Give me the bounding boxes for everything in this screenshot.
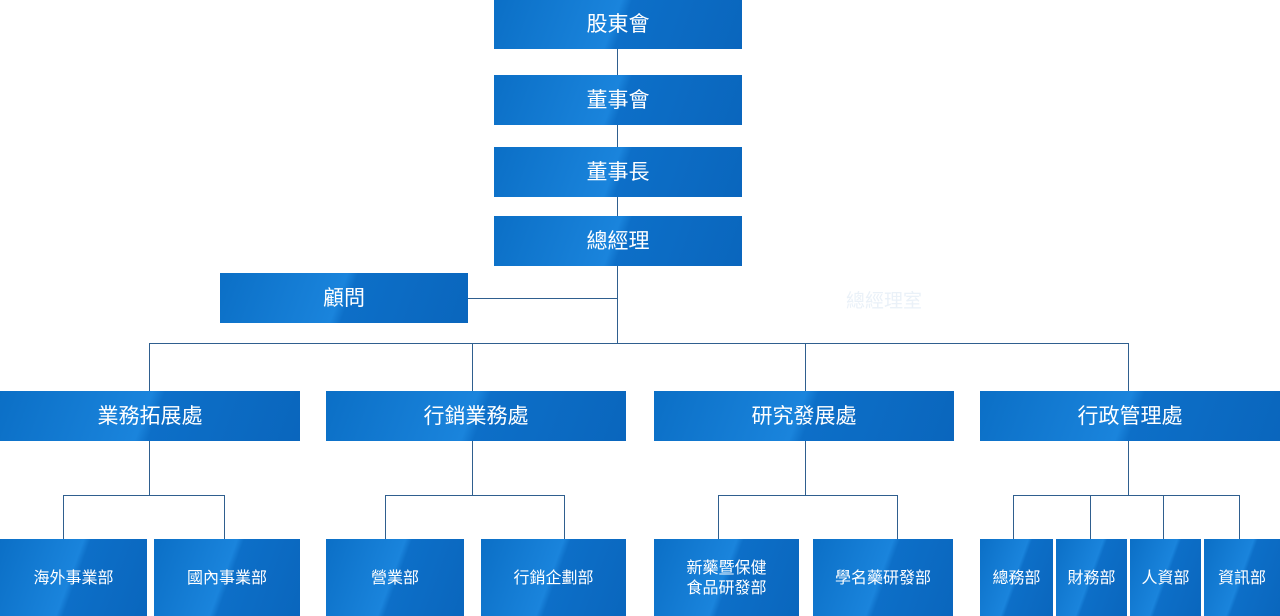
node-marketing-division: 行銷業務處 [326,391,626,441]
node-general-manager: 總經理 [494,216,742,266]
node-finance-dept: 財務部 [1056,539,1127,616]
node-marketing-planning-dept: 行銷企劃部 [481,539,626,616]
new-drug-dept-line2: 食品研發部 [686,577,767,597]
node-business-development-division: 業務拓展處 [0,391,300,441]
node-board: 董事會 [494,75,742,125]
node-domestic-dept: 國內事業部 [154,539,300,616]
node-general-affairs-dept: 總務部 [980,539,1053,616]
node-administration-division: 行政管理處 [980,391,1280,441]
node-hr-dept: 人資部 [1130,539,1201,616]
gm-office-label: 總經理室 [846,290,923,312]
node-shareholders: 股東會 [494,0,742,49]
node-it-dept: 資訊部 [1204,539,1280,616]
node-advisor: 顧問 [220,273,468,323]
node-overseas-dept: 海外事業部 [0,539,147,616]
node-generic-drug-dept: 學名藥研發部 [813,539,953,616]
new-drug-dept-line1: 新藥暨保健 [686,557,767,577]
node-chairman: 董事長 [494,147,742,197]
node-sales-dept: 營業部 [326,539,464,616]
node-new-drug-dept: 新藥暨保健 食品研發部 [654,539,799,616]
node-rnd-division: 研究發展處 [654,391,954,441]
